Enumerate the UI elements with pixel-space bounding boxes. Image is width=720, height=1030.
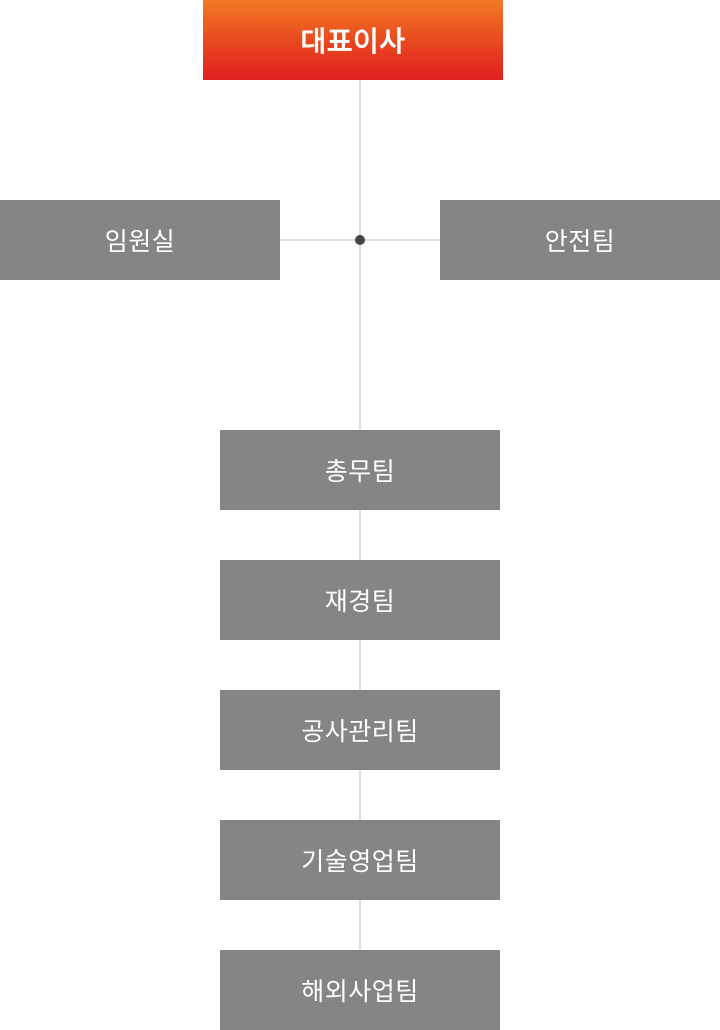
department-box: 공사관리팀 [220, 690, 500, 770]
department-box: 총무팀 [220, 430, 500, 510]
department-box: 재경팀 [220, 560, 500, 640]
connector-line-main [359, 80, 361, 430]
junction-dot [355, 235, 365, 245]
ceo-label: 대표이사 [300, 25, 406, 58]
department-label: 해외사업팀 [301, 977, 419, 1006]
department-box: 기술영업팀 [220, 820, 500, 900]
department-box: 해외사업팀 [220, 950, 500, 1030]
executive-office-box: 임원실 [0, 200, 280, 280]
executive-office-label: 임원실 [104, 227, 176, 256]
ceo-box: 대표이사 [203, 0, 503, 80]
safety-team-label: 안전팀 [544, 227, 616, 256]
department-label: 공사관리팀 [301, 717, 419, 746]
department-label: 기술영업팀 [301, 847, 419, 876]
safety-team-box: 안전팀 [440, 200, 720, 280]
department-label: 재경팀 [324, 587, 396, 616]
department-label: 총무팀 [324, 457, 396, 486]
